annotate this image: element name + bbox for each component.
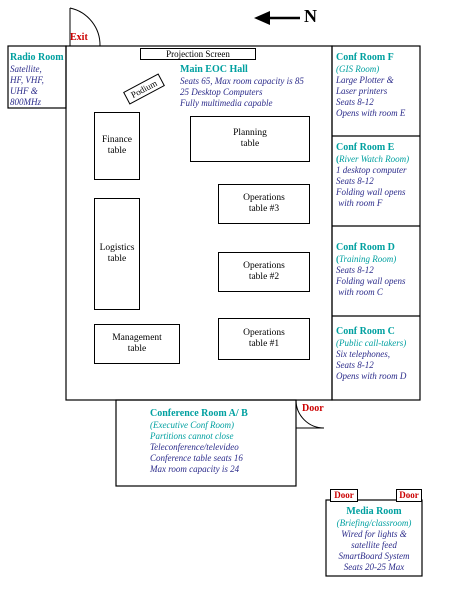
operations-table-1: Operations table #1 <box>218 318 310 360</box>
planning-table-label: table <box>240 139 260 149</box>
conf-room-c-line: Six telephones, <box>336 349 390 359</box>
conf-room-c-line: Seats 8-12 <box>336 360 374 370</box>
conf-room-d-info: Conf Room D (Training Room) Seats 8-12 F… <box>336 242 406 298</box>
conf-room-e-subtitle: River Watch Room) <box>339 154 410 164</box>
media-room-line: SmartBoard System <box>338 551 410 561</box>
management-table: Management table <box>94 324 180 364</box>
conf-room-e-paren: ( <box>336 154 339 164</box>
main-door-label: Door <box>302 403 324 414</box>
media-door-left-text: Door <box>334 490 354 500</box>
conf-room-e-subtitle-row: (River Watch Room) <box>336 154 409 165</box>
finance-table-label: Finance <box>101 135 133 145</box>
finance-table-label: table <box>107 146 127 156</box>
conf-room-f-line: Large Plotter & <box>336 75 394 85</box>
conf-room-e-line: 1 desktop computer <box>336 165 407 175</box>
main-hall-line: Seats 65, Max room capacity is 85 <box>180 76 304 86</box>
media-room-line: Seats 20-25 Max <box>343 562 405 572</box>
conf-room-e-line: with room F <box>336 198 383 208</box>
conf-room-ab-note: Partitions cannot close <box>150 431 234 441</box>
radio-room-line: UHF & <box>10 86 38 96</box>
logistics-table-label: table <box>107 254 127 264</box>
logistics-table: Logistics table <box>94 198 140 310</box>
conf-room-ab-line: Conference table seats 16 <box>150 453 243 463</box>
projection-screen-label: Projection Screen <box>166 48 230 59</box>
operations-table-2-label: table #2 <box>248 272 280 282</box>
media-room-info: Media Room (Briefing/classroom) Wired fo… <box>326 506 422 573</box>
operations-table-2-label: Operations <box>243 261 285 271</box>
management-table-label: Management <box>112 333 162 343</box>
operations-table-3: Operations table #3 <box>218 184 310 224</box>
conf-room-d-line: Seats 8-12 <box>336 265 374 275</box>
media-room-title: Media Room <box>346 506 402 517</box>
conf-room-d-line: with room C <box>336 287 383 297</box>
radio-room-line: 800MHz <box>10 97 41 107</box>
conf-room-f-line: Opens with room E <box>336 108 406 118</box>
operations-table-1-label: table #1 <box>248 339 280 349</box>
media-room-subtitle: (Briefing/classroom) <box>336 518 412 528</box>
conf-room-c-info: Conf Room C (Public call-takers) Six tel… <box>336 326 406 382</box>
media-door-right-label: Door <box>396 489 422 502</box>
conf-room-e-info: Conf Room E (River Watch Room) 1 desktop… <box>336 142 409 209</box>
conf-room-d-subtitle: Training Room) <box>339 254 397 264</box>
compass-north-label: N <box>304 6 317 26</box>
conf-room-f-title: Conf Room F <box>336 52 394 63</box>
conf-room-f-line: Laser printers <box>336 86 388 96</box>
projection-screen: Projection Screen <box>140 48 256 60</box>
planning-table: Planning table <box>190 116 310 162</box>
main-hall-title: Main EOC Hall <box>180 64 248 75</box>
main-hall-line: Fully multimedia capable <box>180 98 273 108</box>
planning-table-label: Planning <box>233 128 267 138</box>
conf-room-d-subtitle-row: (Training Room) <box>336 254 406 265</box>
conf-room-ab-line: Teleconference/televideo <box>150 442 239 452</box>
main-hall-info: Main EOC Hall Seats 65, Max room capacit… <box>180 64 304 109</box>
operations-table-3-label: Operations <box>243 193 285 203</box>
conf-room-e-title: Conf Room E <box>336 142 395 153</box>
conf-room-d-line: Folding wall opens <box>336 276 406 286</box>
radio-room-line: Satellite, <box>10 64 42 74</box>
conf-room-d-title: Conf Room D <box>336 242 395 253</box>
conf-room-c-subtitle: (Public call-takers) <box>336 338 407 348</box>
conf-room-ab-subtitle: (Executive Conf Room) <box>150 420 234 430</box>
radio-room-info: Radio Room Satellite, HF, VHF, UHF & 800… <box>10 52 64 108</box>
conf-room-e-line: Seats 8-12 <box>336 176 374 186</box>
conf-room-f-line: Seats 8-12 <box>336 97 374 107</box>
conf-room-ab-info: Conference Room A/ B (Executive Conf Roo… <box>150 408 248 475</box>
conf-room-c-line: Opens with room D <box>336 371 407 381</box>
logistics-table-label: Logistics <box>99 243 135 253</box>
exit-label: Exit <box>70 32 88 43</box>
media-room-line: satellite feed <box>351 540 397 550</box>
finance-table: Finance table <box>94 112 140 180</box>
media-door-right-text: Door <box>399 490 419 500</box>
media-door-left-label: Door <box>330 489 358 502</box>
management-table-label: table <box>127 344 147 354</box>
media-room-line: Wired for lights & <box>341 529 407 539</box>
radio-room-title: Radio Room <box>10 52 64 63</box>
operations-table-3-label: table #3 <box>248 204 280 214</box>
main-hall-line: 25 Desktop Computers <box>180 87 263 97</box>
conf-room-c-title: Conf Room C <box>336 326 395 337</box>
conf-room-d-paren: ( <box>336 254 339 264</box>
conf-room-f-info: Conf Room F (GIS Room) Large Plotter & L… <box>336 52 405 119</box>
operations-table-2: Operations table #2 <box>218 252 310 292</box>
radio-room-line: HF, VHF, <box>10 75 44 85</box>
conf-room-ab-title: Conference Room A/ B <box>150 408 248 419</box>
operations-table-1-label: Operations <box>243 328 285 338</box>
conf-room-ab-line: Max room capacity is 24 <box>150 464 240 474</box>
conf-room-e-line: Folding wall opens <box>336 187 406 197</box>
conf-room-f-subtitle: (GIS Room) <box>336 64 380 74</box>
